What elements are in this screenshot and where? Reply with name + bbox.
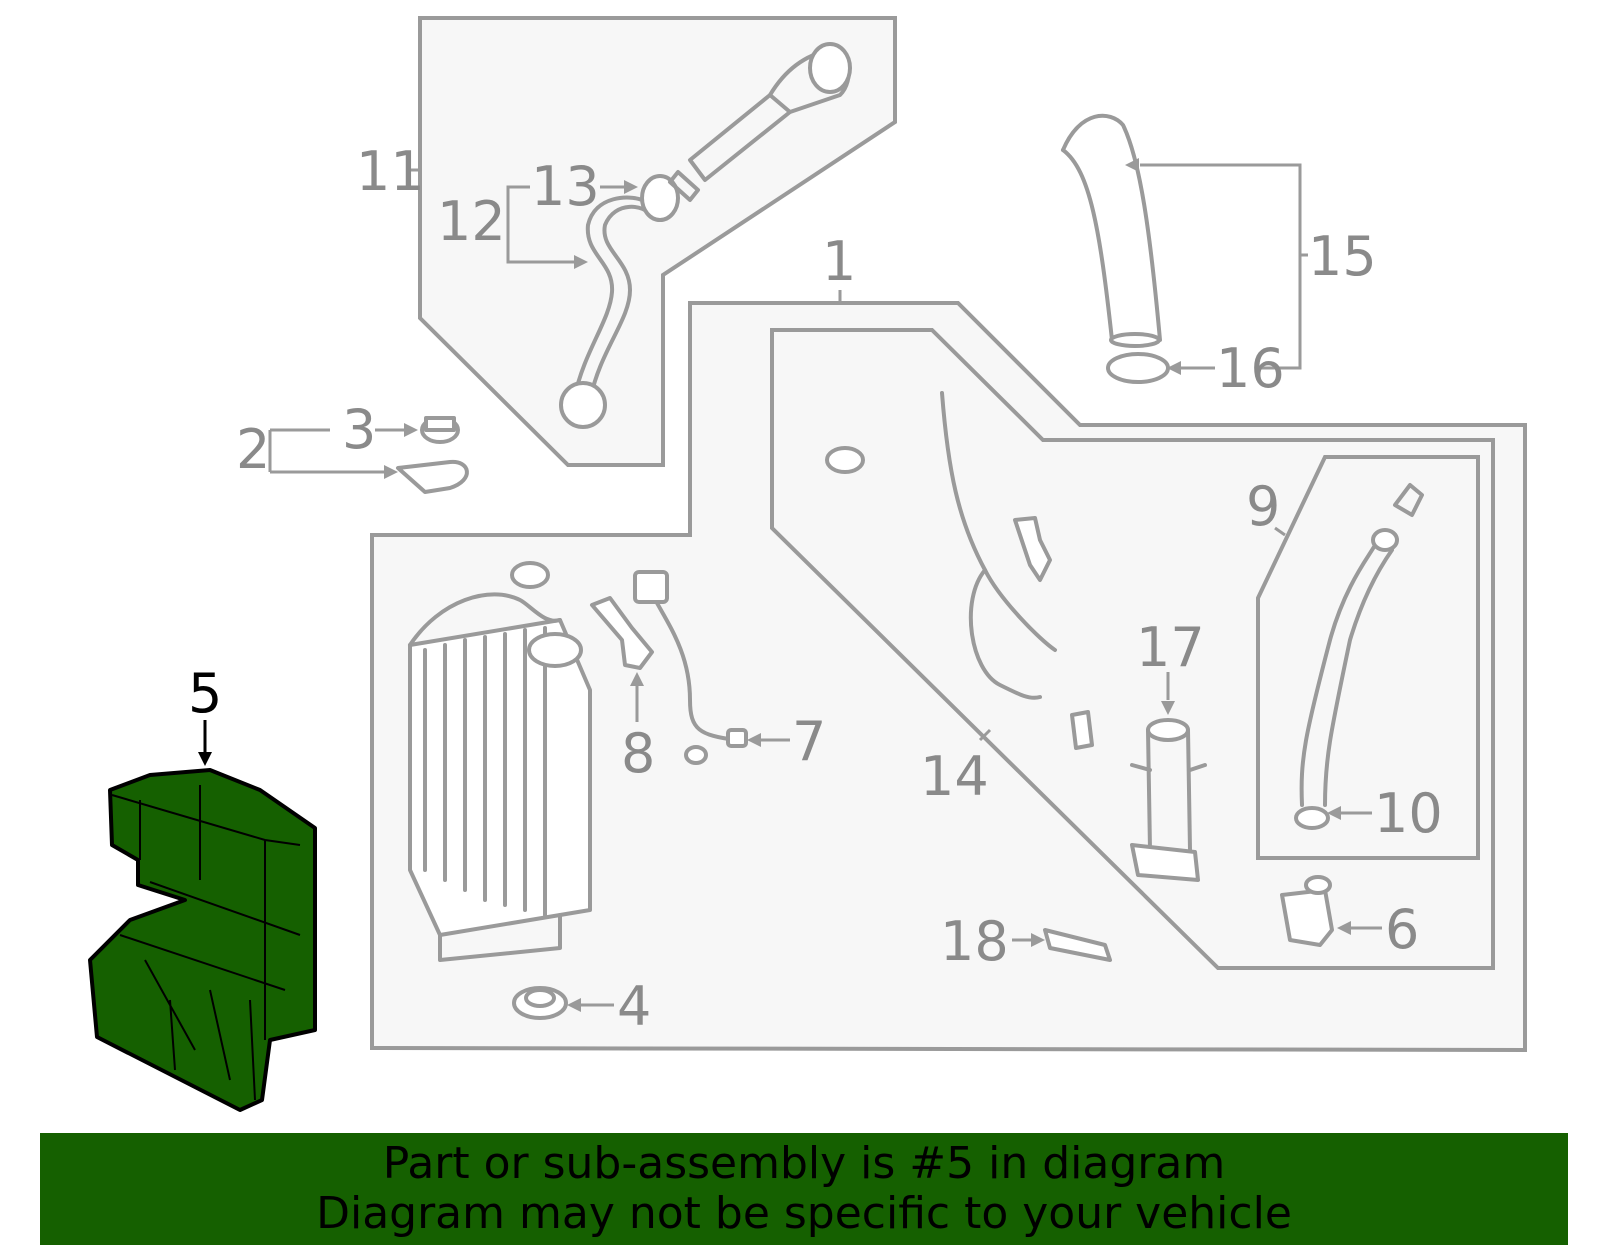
valve-6-icon: [1280, 875, 1334, 947]
bracket-2-icon: [396, 416, 469, 494]
callout-14: 14: [920, 745, 989, 808]
callout-11: 11: [356, 140, 425, 203]
leader-5: [198, 720, 212, 766]
callout-18: 18: [940, 910, 1009, 973]
harness-14-icon: [825, 391, 1094, 750]
air-duct-5-icon: [88, 768, 317, 1112]
callout-17: 17: [1136, 616, 1205, 679]
callout-13: 13: [531, 155, 600, 218]
callout-8: 8: [621, 722, 655, 785]
panel-11: [418, 16, 897, 467]
callout-1: 1: [822, 230, 856, 293]
callout-16: 16: [1216, 337, 1285, 400]
info-banner: Part or sub-assembly is #5 in diagram Di…: [40, 1133, 1568, 1245]
bracket-8-icon: [590, 596, 654, 670]
panel-9: [1256, 455, 1480, 860]
callout-7: 7: [792, 710, 826, 773]
hose-15-icon: [1061, 113, 1170, 384]
callout-5: 5: [188, 662, 222, 725]
callout-12: 12: [437, 190, 506, 253]
banner-line-2: Diagram may not be specific to your vehi…: [316, 1188, 1292, 1239]
callout-2: 2: [236, 418, 270, 481]
sensor-7-icon: [633, 570, 748, 765]
sensor-18-icon: [1043, 928, 1112, 962]
callout-10: 10: [1374, 782, 1443, 845]
banner-line-1: Part or sub-assembly is #5 in diagram: [382, 1138, 1226, 1189]
intercooler-icon: [408, 561, 592, 962]
callout-6: 6: [1385, 898, 1419, 961]
callout-3: 3: [342, 398, 376, 461]
callout-4: 4: [617, 975, 651, 1038]
hose-9-icon: [1294, 483, 1424, 830]
leader-lines: [268, 158, 1382, 1012]
intake-hose-icon: [559, 42, 852, 429]
grommet-4-icon: [512, 986, 568, 1020]
callout-15: 15: [1308, 225, 1377, 288]
callout-9: 9: [1246, 475, 1280, 538]
pipe-17-icon: [1130, 718, 1207, 882]
